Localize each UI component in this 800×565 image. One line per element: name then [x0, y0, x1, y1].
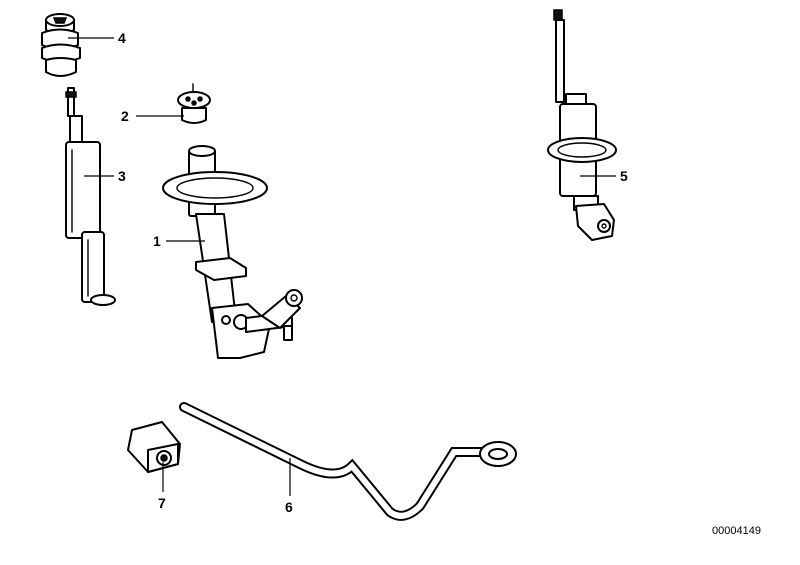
- callout-6: 6: [285, 499, 293, 515]
- callout-5: 5: [620, 168, 628, 184]
- leader-lines: [68, 37, 616, 496]
- callout-2: 2: [121, 108, 129, 124]
- bump-stop-part-4: [41, 13, 81, 77]
- shock-absorber-part-3: [65, 87, 116, 306]
- rubber-mount-part-7: [127, 421, 181, 473]
- reference-number: 00004149: [712, 525, 761, 537]
- front-strut-part-1: [162, 145, 303, 359]
- callout-1: 1: [153, 233, 161, 249]
- callout-7: 7: [158, 495, 166, 511]
- callout-3: 3: [118, 168, 126, 184]
- strut-mount-part-2: [177, 83, 211, 124]
- callout-4: 4: [118, 30, 126, 46]
- stabilizer-bar-part-6: [179, 402, 517, 521]
- rear-shock-absorber-part-5: [547, 9, 617, 241]
